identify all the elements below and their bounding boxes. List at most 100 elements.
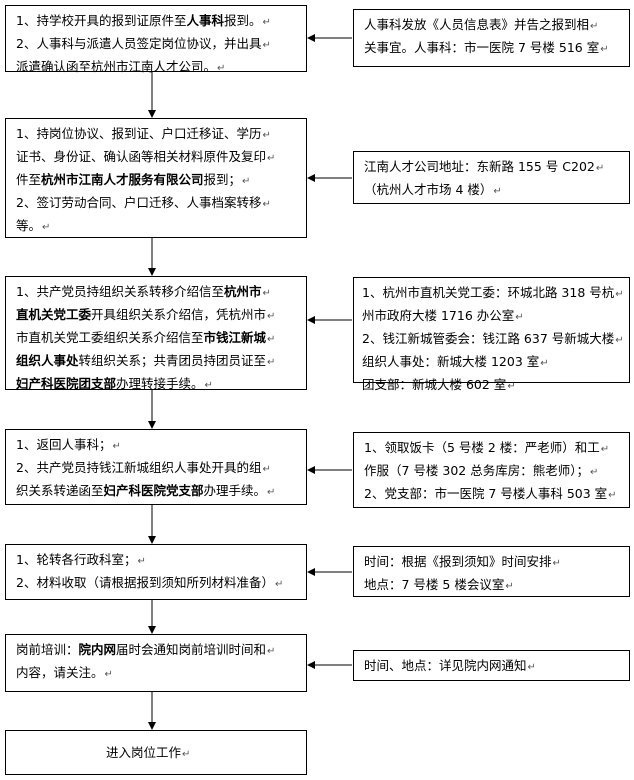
note-line: 组织人事处：新城大楼 1203 室↵ bbox=[362, 351, 621, 374]
note-box-4: 1、领取饭卡（5 号楼 2 楼：严老师）和工↵作服（7 号楼 302 总务库房：… bbox=[353, 432, 630, 508]
paragraph-mark-icon: ↵ bbox=[515, 312, 524, 323]
step-text: 证书、身份证、确认函等相关材料原件及复印 bbox=[16, 149, 267, 164]
paragraph-mark-icon: ↵ bbox=[600, 44, 609, 55]
step-text: 市直机关党工委组织关系介绍信至 bbox=[16, 330, 204, 345]
step-bold-text: 妇产科医院党支部 bbox=[103, 483, 204, 498]
note-box-2: 江南人才公司地址：东新路 155 号 C202↵（杭州人才市场 4 楼）↵ bbox=[353, 151, 630, 204]
note-text: （杭州人才市场 4 楼） bbox=[364, 182, 493, 197]
paragraph-mark-icon: ↵ bbox=[589, 467, 599, 478]
step-text: 2、共产党员持钱江新城组织人事处开具的组 bbox=[16, 460, 262, 475]
step-line: 市直机关党工委组织关系介绍信至市钱江新城↵ bbox=[16, 327, 298, 350]
step-bold-text: 组织人事处 bbox=[16, 353, 79, 368]
paragraph-mark-icon: ↵ bbox=[182, 749, 191, 760]
note-text: 关事宜。人事科：市一医院 7 号楼 516 室 bbox=[364, 40, 600, 55]
step-text: 1、持岗位协议、报到证、户口迁移证、学历 bbox=[16, 126, 262, 141]
note-line: 人事科发放《人员信息表》并告之报到相↵ bbox=[364, 14, 621, 37]
paragraph-mark-icon: ↵ bbox=[600, 444, 610, 455]
note-line: 2、党支部：市一医院 7 号楼人事科 503 室↵ bbox=[364, 483, 621, 506]
step-line: 直机关党工委开具组织关系介绍信，凭杭州市↵ bbox=[16, 304, 298, 327]
paragraph-mark-icon: ↵ bbox=[217, 63, 226, 74]
note-text: 时间、地点：详见院内网通知 bbox=[364, 658, 527, 673]
step-text: 1、共产党员持组织关系转移介绍信至 bbox=[16, 284, 224, 299]
paragraph-mark-icon: ↵ bbox=[262, 288, 271, 299]
note-text: 地点：7 号楼 5 楼会议室 bbox=[364, 577, 505, 592]
step-box-1: 1、持学校开具的报到证原件至人事科报到。↵2、人事科与派遣人员签定岗位协议，并出… bbox=[5, 5, 307, 74]
step-text: 转组织关系；共青团员持团员证至 bbox=[78, 353, 267, 368]
step-text: 1、轮转各行政科室； bbox=[16, 552, 137, 567]
note-box-3: 1、杭州市直机关党工委：环城北路 318 号杭↵州市政府大楼 1716 办公室↵… bbox=[353, 277, 630, 392]
note-line: 州市政府大楼 1716 办公室↵ bbox=[362, 305, 621, 328]
step-text: 1、返回人事科； bbox=[16, 437, 112, 452]
step-bold-text: 妇产科医院团支部 bbox=[16, 376, 117, 391]
step-box-3: 1、共产党员持组织关系转移介绍信至杭州市↵直机关党工委开具组织关系介绍信，凭杭州… bbox=[5, 276, 307, 391]
note-text: 2、钱江新城管委会：钱江路 637 号新城大楼 bbox=[362, 331, 615, 346]
note-line: 1、杭州市直机关党工委：环城北路 318 号杭↵ bbox=[362, 282, 624, 305]
step-text: 派遣确认函至杭州市江南人才公司。 bbox=[16, 59, 217, 74]
paragraph-mark-icon: ↵ bbox=[267, 646, 276, 657]
paragraph-mark-icon: ↵ bbox=[137, 556, 146, 567]
paragraph-mark-icon: ↵ bbox=[242, 176, 251, 187]
paragraph-mark-icon: ↵ bbox=[262, 40, 271, 51]
step-text: 织关系转递函至 bbox=[16, 483, 104, 498]
step-box-5: 1、轮转各行政科室；↵2、材料收取（请根据报到须知所列材料准备）↵ bbox=[5, 544, 307, 600]
paragraph-mark-icon: ↵ bbox=[112, 441, 121, 452]
step-text: 2、签订劳动合同、户口迁移、人事档案转移 bbox=[16, 195, 262, 210]
paragraph-mark-icon: ↵ bbox=[267, 311, 276, 322]
note-text: 江南人才公司地址：东新路 155 号 C202 bbox=[364, 159, 595, 174]
note-text: 州市政府大楼 1716 办公室 bbox=[362, 308, 515, 323]
step-line: 派遣确认函至杭州市江南人才公司。↵ bbox=[16, 56, 298, 79]
step-text: 1、持学校开具的报到证原件至 bbox=[16, 13, 187, 28]
step-box-2: 1、持岗位协议、报到证、户口迁移证、学历↵证书、身份证、确认函等相关材料原件及复… bbox=[5, 118, 307, 238]
note-line: 时间：根据《报到须知》时间安排↵ bbox=[364, 551, 621, 574]
note-box-1: 人事科发放《人员信息表》并告之报到相↵关事宜。人事科：市一医院 7 号楼 516… bbox=[353, 9, 630, 67]
note-line: 团支部：新城大楼 602 室↵ bbox=[362, 374, 621, 397]
paragraph-mark-icon: ↵ bbox=[507, 381, 516, 392]
note-text: 2、党支部：市一医院 7 号楼人事科 503 室 bbox=[364, 486, 608, 501]
step-line: 1、持岗位协议、报到证、户口迁移证、学历↵ bbox=[16, 123, 298, 146]
note-box-6: 时间、地点：详见院内网通知↵ bbox=[353, 650, 630, 681]
step-line: 进入岗位工作↵ bbox=[106, 742, 298, 765]
paragraph-mark-icon: ↵ bbox=[267, 153, 276, 164]
note-text: 组织人事处：新城大楼 1203 室 bbox=[362, 354, 540, 369]
step-bold-text: 院内网 bbox=[78, 642, 117, 657]
paragraph-mark-icon: ↵ bbox=[42, 222, 51, 233]
step-bold-text: 杭州市 bbox=[223, 284, 262, 299]
step-line: 2、人事科与派遣人员签定岗位协议，并出具↵ bbox=[16, 33, 298, 56]
paragraph-mark-icon: ↵ bbox=[267, 357, 276, 368]
note-text: 时间：根据《报到须知》时间安排 bbox=[364, 554, 552, 569]
paragraph-mark-icon: ↵ bbox=[204, 380, 213, 391]
paragraph-mark-icon: ↵ bbox=[552, 558, 561, 569]
step-line: 组织人事处转组织关系；共青团员持团员证至↵ bbox=[16, 350, 298, 373]
step-box-7: 进入岗位工作↵ bbox=[5, 730, 307, 775]
note-line: 2、钱江新城管委会：钱江路 637 号新城大楼↵ bbox=[362, 328, 624, 351]
step-text: 报到； bbox=[203, 172, 242, 187]
step-line: 织关系转递函至妇产科医院党支部办理手续。↵ bbox=[16, 480, 298, 503]
paragraph-mark-icon: ↵ bbox=[104, 669, 113, 680]
note-text: 1、领取饭卡（5 号楼 2 楼：严老师）和工 bbox=[364, 440, 600, 455]
note-line: 地点：7 号楼 5 楼会议室↵ bbox=[364, 574, 621, 597]
note-line: 关事宜。人事科：市一医院 7 号楼 516 室↵ bbox=[364, 37, 621, 60]
note-line: 时间、地点：详见院内网通知↵ bbox=[364, 655, 621, 678]
step-text: 报到。 bbox=[223, 13, 262, 28]
paragraph-mark-icon: ↵ bbox=[274, 579, 284, 590]
step-text: 岗前培训： bbox=[16, 642, 79, 657]
note-line: 作服（7 号楼 302 总务库房：熊老师）；↵ bbox=[364, 460, 621, 483]
step-box-4: 1、返回人事科；↵2、共产党员持钱江新城组织人事处开具的组↵织关系转递函至妇产科… bbox=[5, 429, 307, 505]
step-text: 件至 bbox=[16, 172, 42, 187]
paragraph-mark-icon: ↵ bbox=[505, 581, 514, 592]
paragraph-mark-icon: ↵ bbox=[540, 358, 549, 369]
step-line: 1、共产党员持组织关系转移介绍信至杭州市↵ bbox=[16, 281, 298, 304]
paragraph-mark-icon: ↵ bbox=[267, 334, 276, 345]
note-text: 人事科发放《人员信息表》并告之报到相 bbox=[364, 17, 590, 32]
paragraph-mark-icon: ↵ bbox=[615, 289, 624, 300]
step-text: 办理转接手续。 bbox=[116, 376, 204, 391]
step-box-6: 岗前培训：院内网届时会通知岗前培训时间和↵内容，请关注。↵ bbox=[5, 634, 307, 692]
paragraph-mark-icon: ↵ bbox=[262, 199, 271, 210]
note-text: 作服（7 号楼 302 总务库房：熊老师）； bbox=[364, 463, 589, 478]
step-text: 办理手续。 bbox=[203, 483, 267, 498]
paragraph-mark-icon: ↵ bbox=[262, 130, 271, 141]
paragraph-mark-icon: ↵ bbox=[595, 163, 605, 174]
step-bold-text: 直机关党工委 bbox=[16, 307, 92, 322]
paragraph-mark-icon: ↵ bbox=[527, 662, 536, 673]
